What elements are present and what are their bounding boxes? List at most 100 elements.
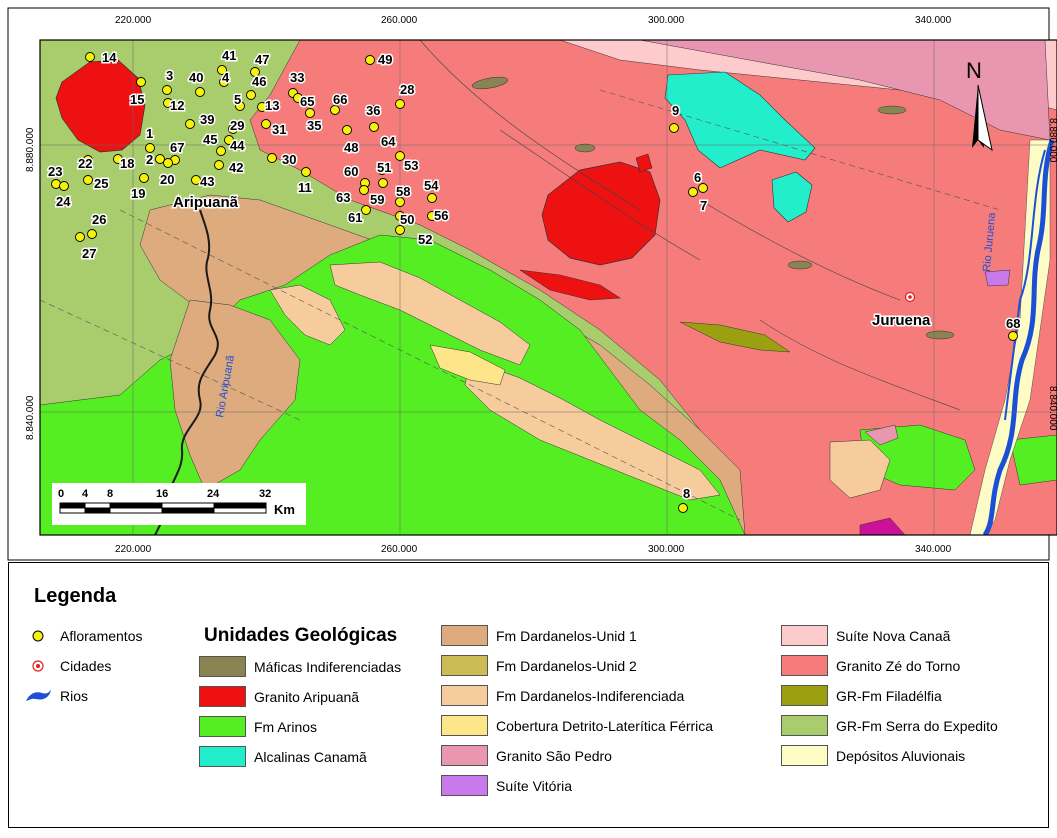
outcrop-point-47: 47: [250, 51, 271, 77]
unit-alcalinas-canama-2: [771, 171, 813, 223]
outcrop-point-14: 14: [85, 49, 119, 67]
outcrop-label: 46: [252, 74, 266, 89]
city-aripuana: Aripuanã: [172, 193, 241, 213]
legend-unit-swatch: [199, 686, 246, 707]
outcrop-label: 60: [344, 164, 358, 179]
scale-tick-32: 32: [259, 488, 271, 500]
outcrop-point-30: 30: [267, 151, 298, 169]
outcrop-label: 68: [1006, 316, 1020, 331]
outcrop-marker: [51, 179, 61, 189]
legend-unit-swatch: [199, 716, 246, 737]
city-label-juruena: Juruena: [872, 312, 931, 329]
outcrop-point-27: 27: [75, 232, 98, 263]
outcrop-label: 45: [203, 132, 217, 147]
outcrop-point-63: 63: [335, 185, 369, 207]
legend-symbol-label: Afloramentos: [60, 628, 143, 644]
outcrop-marker: [228, 124, 238, 134]
legend-symbol-label: Cidades: [60, 658, 112, 674]
outcrop-point-42: 42: [214, 159, 245, 177]
legend-unit-swatch: [441, 775, 488, 796]
outcrop-point-11: 11: [297, 167, 313, 197]
outcrop-label: 33: [290, 70, 304, 85]
outcrop-point-61: 61: [347, 205, 371, 227]
legend-unit-item: Suíte Nova Canaã: [781, 625, 950, 646]
outcrop-point-48: 48: [342, 125, 360, 157]
outcrop-label: 12: [170, 98, 184, 113]
unit-maficas-1: [472, 76, 508, 90]
legend-unit-item: Fm Dardanelos-Unid 2: [441, 655, 637, 676]
outcrop-point-52: 52: [395, 225, 434, 249]
outcrop-point-46: 46: [246, 73, 268, 100]
outcrop-label: 49: [378, 52, 392, 67]
right-coordinate-ticks: 8.880.000 8.840.000: [1047, 118, 1057, 431]
legend: Legenda Afloramentos Cidades Rios Unidad…: [8, 562, 1049, 828]
outcrop-marker: [669, 123, 679, 133]
river-label-juruena: Rio Juruena: [981, 211, 998, 272]
legend-unit-item: Granito São Pedro: [441, 745, 612, 766]
outcrop-point-51: 51: [376, 159, 393, 177]
scale-unit: Km: [274, 502, 295, 517]
unit-maficas-4: [787, 260, 813, 270]
outcrop-marker: [378, 178, 388, 188]
outcrop-label: 3: [166, 68, 173, 83]
outcrop-marker: [185, 119, 195, 129]
legend-unit-item: Granito Aripuanã: [199, 686, 359, 707]
left-tick-8840000: 8.840.000: [25, 395, 36, 440]
outcrop-point-6: 6: [693, 169, 708, 193]
outcrop-marker: [83, 175, 93, 185]
legend-unit-label: Granito Zé do Torno: [836, 657, 961, 674]
outcrop-marker: [267, 153, 277, 163]
outcrop-marker: [427, 211, 437, 221]
legend-unit-item: Máficas Indiferenciadas: [199, 656, 401, 677]
outcrop-marker: [301, 167, 311, 177]
legend-unit-item: GR-Fm Serra do Expedito: [781, 715, 998, 736]
left-tick-8880000: 8.880.000: [25, 127, 36, 172]
outcrop-marker: [261, 119, 271, 129]
bottom-coordinate-ticks: 220.000 260.000 300.000 340.000: [115, 544, 952, 555]
outcrop-label: 58: [396, 184, 410, 199]
legend-unit-label: Fm Arinos: [254, 718, 318, 735]
city-symbol-juruena-dot: [908, 295, 912, 299]
outcrop-point-49: 49: [365, 51, 394, 69]
outcrop-label: 2: [146, 152, 153, 167]
legend-unit-swatch: [441, 745, 488, 766]
legend-unit-swatch: [441, 685, 488, 706]
outcrop-label: 56: [434, 208, 448, 223]
outcrop-point-23: 23: [47, 163, 64, 189]
outcrop-marker: [395, 99, 405, 109]
outcrop-label: 53: [404, 158, 418, 173]
outcrop-marker: [219, 77, 229, 87]
outcrop-point-67: 67: [169, 139, 186, 165]
legend-units-title: Unidades Geológicas: [204, 625, 398, 646]
outcrop-point-36: 36: [365, 102, 382, 120]
outcrop-point-8: 8: [678, 485, 692, 513]
outcrop-point-50: 50: [395, 211, 416, 229]
legend-unit-label: Fm Dardanelos-Unid 1: [496, 627, 637, 644]
outcrop-label: 26: [92, 212, 106, 227]
legend-unit-swatch: [199, 656, 246, 677]
unit-granito-ze-do-torno: [249, 40, 1057, 535]
outcrop-point-15: 15: [129, 77, 146, 109]
outcrop-label: 67: [170, 140, 184, 155]
outcrop-marker: [361, 205, 371, 215]
legend-unit-swatch: [781, 655, 828, 676]
outcrop-label: 64: [381, 134, 396, 149]
outcrop-label: 59: [370, 192, 384, 207]
scale-tick-8: 8: [107, 488, 113, 500]
outcrop-label: 24: [56, 194, 71, 209]
legend-unit-item: Fm Arinos: [199, 716, 317, 737]
yellow-circle-icon: [24, 627, 52, 645]
contact-lines: [419, 40, 961, 411]
outcrop-point-19: 19: [130, 173, 149, 203]
outcrop-label: 44: [230, 138, 245, 153]
outcrop-marker: [224, 135, 234, 145]
legend-unit-label: Granito São Pedro: [496, 747, 612, 764]
outcrop-label: 8: [683, 486, 690, 501]
outcrop-label: 20: [160, 172, 174, 187]
outcrop-marker: [359, 185, 369, 195]
outcrop-label: 22: [78, 156, 92, 171]
bottom-tick-220: 220.000: [115, 544, 152, 555]
river-juruena-branch: [1004, 149, 1046, 421]
outcrop-label: 29: [230, 118, 244, 133]
